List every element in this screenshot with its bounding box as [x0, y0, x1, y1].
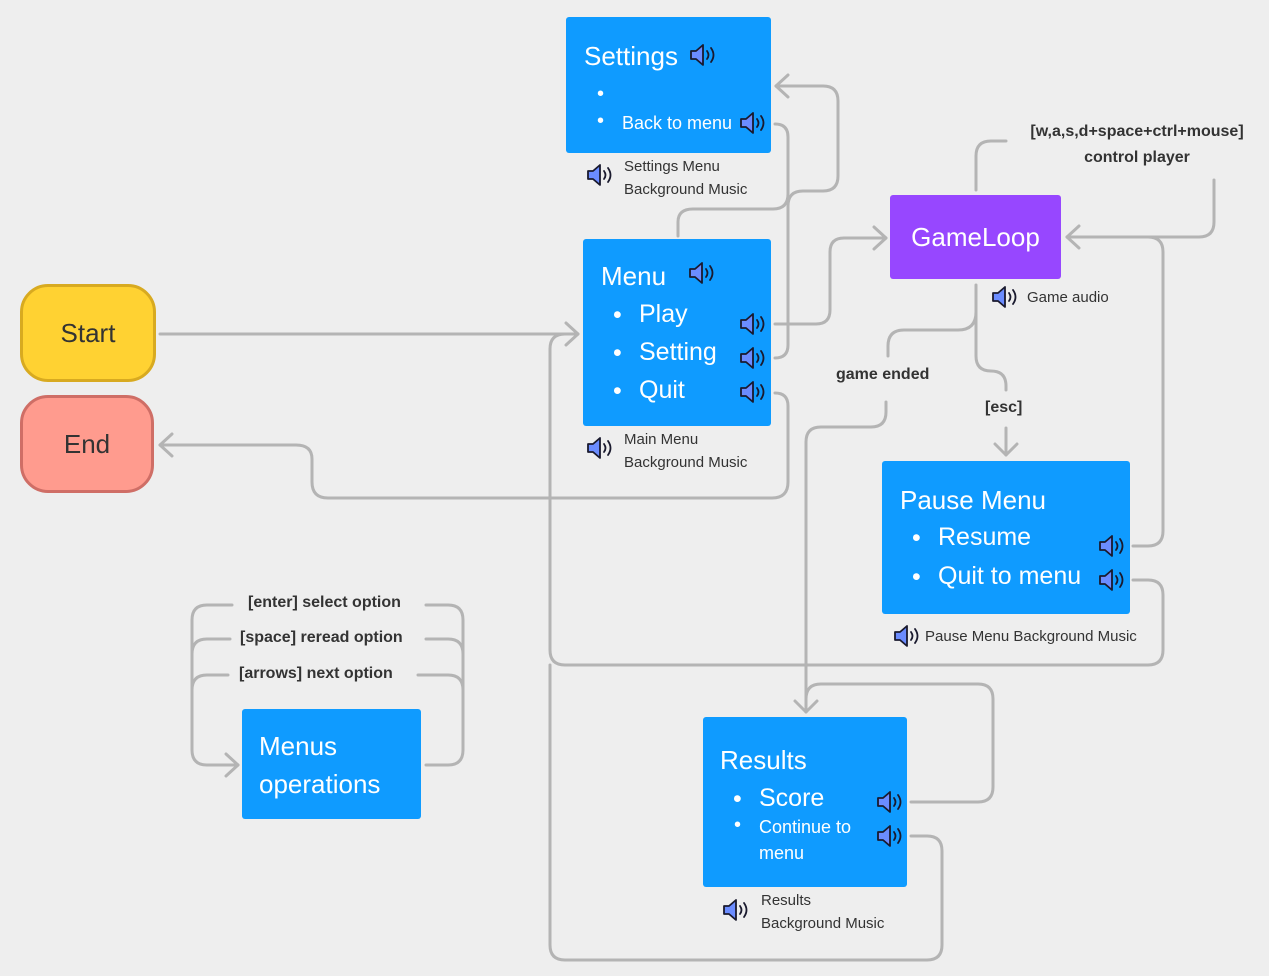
settings-title: Settings: [584, 41, 678, 71]
caption-line: Background Music: [761, 915, 885, 932]
menus-ops-line-1: Menus: [259, 731, 338, 761]
bullet: •: [613, 339, 622, 367]
controls-desc: control player: [1084, 149, 1190, 166]
speaker-icon: [1097, 567, 1129, 593]
menus-operations-node: Menus operations: [242, 709, 421, 819]
speaker-icon: [585, 435, 617, 461]
pause-item-resume: Resume: [938, 523, 1032, 551]
results-caption: Results Background Music: [761, 889, 884, 935]
pause-caption: Pause Menu Background Music: [925, 628, 1137, 645]
speaker-icon: [1097, 533, 1129, 559]
menus-ops-line-2: operations: [259, 769, 381, 799]
bullet: •: [912, 563, 921, 591]
results-item-continue: Continue to: [759, 817, 852, 837]
speaker-icon: [585, 162, 617, 188]
bullet: •: [597, 110, 605, 132]
esc-label: [esc]: [985, 399, 1023, 416]
speaker-icon: [738, 345, 770, 371]
start-label: Start: [60, 317, 116, 348]
speaker-icon: [892, 623, 924, 649]
settings-item-back: Back to menu: [622, 113, 733, 133]
controls-label: [w,a,s,d+space+ctrl+mouse] control playe…: [1017, 119, 1257, 171]
speaker-icon: [738, 379, 770, 405]
speaker-icon: [688, 42, 720, 68]
enter-label: [enter] select option: [248, 594, 401, 611]
menu-title: Menu: [601, 261, 667, 291]
menu-item-quit: Quit: [639, 376, 685, 404]
pause-item-quit: Quit to menu: [938, 562, 1082, 590]
bullet: •: [912, 524, 921, 552]
bullet: •: [734, 814, 742, 836]
speaker-icon: [738, 311, 770, 337]
space-label: [space] reread option: [240, 629, 403, 646]
speaker-icon: [990, 284, 1022, 310]
speaker-icon: [687, 260, 719, 286]
start-node: Start: [20, 284, 156, 382]
bullet: •: [613, 377, 622, 405]
results-item-continue-2: menu: [759, 843, 805, 863]
pause-menu-node: Pause Menu • Resume • Quit to menu: [882, 461, 1130, 614]
speaker-icon: [738, 110, 770, 136]
settings-node: Settings • • Back to menu: [566, 17, 771, 153]
results-node: Results • Score • Continue to menu: [703, 717, 907, 887]
caption-line: Results: [761, 892, 812, 909]
gameloop-title: GameLoop: [911, 221, 1040, 252]
caption-line: Background Music: [624, 181, 748, 198]
game-ended-label: game ended: [836, 366, 930, 383]
bullet: •: [597, 83, 605, 105]
menu-item-play: Play: [639, 300, 688, 328]
bullet: •: [733, 785, 742, 813]
menu-caption: Main Menu Background Music: [624, 428, 747, 474]
results-item-score: Score: [759, 784, 825, 812]
caption-line: Main Menu: [624, 431, 699, 448]
gameloop-node: GameLoop: [890, 195, 1061, 279]
controls-keys: [w,a,s,d+space+ctrl+mouse]: [1030, 123, 1244, 140]
caption-line: Settings Menu: [624, 158, 720, 175]
menu-item-setting: Setting: [639, 338, 717, 366]
speaker-icon: [721, 897, 753, 923]
speaker-icon: [875, 789, 907, 815]
end-node: End: [20, 395, 154, 493]
menu-node: Menu • Play • Setting • Quit: [583, 239, 771, 426]
settings-caption: Settings Menu Background Music: [624, 155, 747, 201]
bullet: •: [613, 301, 622, 329]
speaker-icon: [875, 823, 907, 849]
gameloop-caption: Game audio: [1027, 289, 1109, 306]
pause-title: Pause Menu: [900, 485, 1046, 515]
arrows-label: [arrows] next option: [239, 665, 393, 682]
caption-line: Background Music: [624, 454, 748, 471]
end-label: End: [63, 428, 111, 459]
results-title: Results: [720, 745, 807, 775]
